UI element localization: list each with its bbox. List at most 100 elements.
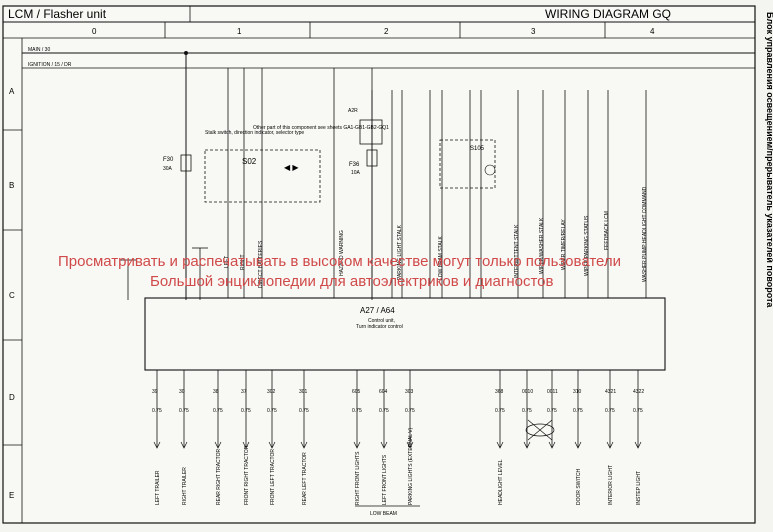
output-label: DOOR SWITCH (576, 469, 582, 505)
output-wire-number: 310 (573, 389, 582, 395)
row-label-d: D (9, 393, 15, 402)
main-rail-label: MAIN / 30 (28, 47, 50, 53)
connector-arrow-icon (606, 441, 614, 449)
output-label: LEFT FRONT LIGHTS (382, 454, 388, 505)
connector-arrow-icon (242, 441, 250, 449)
output-label: FRONT LEFT TRACTOR (270, 449, 276, 505)
wire-label-right: RIGHT (240, 254, 246, 270)
output-wire-number: 605 (352, 389, 361, 395)
connector-arrow-icon (180, 441, 188, 449)
wire-label-direct-batteries: DIRECT BATTERIES (258, 240, 264, 288)
fuse-f30-label: F30 (163, 157, 174, 163)
connector-arrow-icon (574, 441, 582, 449)
diagram-title-right: WIRING DIAGRAM GQ (545, 7, 671, 21)
output-wire-gauge: 0.75 (573, 408, 583, 414)
other-part-note: Other part of this component see sheets … (253, 125, 389, 131)
control-unit-title: A27 / A64 (360, 306, 395, 315)
output-wire-number: 0011 (547, 389, 558, 395)
connector-arrow-icon (214, 441, 222, 449)
output-wire-number: 4322 (633, 389, 644, 395)
output-label: INSTEP LIGHT (636, 471, 642, 505)
s02-label: S02 (242, 157, 257, 166)
wire-label-wiper-timer-relay: WIPER TIMER/RELAY (561, 219, 567, 270)
output-label: RIGHT TRAILER (182, 467, 188, 505)
a2r-label: A2R (348, 108, 358, 114)
low-beam-label: LOW BEAM (370, 511, 397, 517)
output-wire-number: 39 (152, 389, 158, 395)
column-label-2: 2 (384, 27, 389, 36)
control-unit-subtitle-1: Control unit, (368, 318, 395, 324)
output-wire-gauge: 0.75 (352, 408, 362, 414)
connector-arrow-icon (300, 441, 308, 449)
output-wire-gauge: 0.75 (213, 408, 223, 414)
connector-arrow-icon (548, 441, 556, 449)
output-wire-number: 301 (299, 389, 308, 395)
output-label: REAR RIGHT TRACTOR (216, 448, 222, 505)
wire-label-intermittent-stalk: INTERMITTENT STALK (514, 224, 520, 278)
output-wire-gauge: 0.75 (379, 408, 389, 414)
output-wire-number: 303 (405, 389, 414, 395)
output-wire-gauge: 0.75 (605, 408, 615, 414)
f30-junction-dot (184, 51, 188, 55)
output-label: HEADLIGHT LEVEL (498, 459, 504, 505)
warning-lamp-icon (484, 164, 496, 176)
connector-arrow-icon (353, 441, 361, 449)
connector-arrow-icon (634, 441, 642, 449)
watermark-line-2: Большой энциклопедии для автоэлектриков … (150, 273, 553, 290)
output-wire-gauge: 0.75 (241, 408, 251, 414)
top-feed-wires (185, 68, 647, 298)
s105-label: S105 (470, 146, 485, 152)
output-wire-number: 604 (379, 389, 388, 395)
output-wire-number: 4321 (605, 389, 616, 395)
connector-arrow-icon (496, 441, 504, 449)
fan-symbol (525, 419, 555, 441)
wire-label-hazard-warning: HAZARD WARNING (339, 230, 345, 276)
wire-label-washer-pump: WASHER PUMP HEADLIGHT COMMAND (642, 186, 648, 282)
output-wire-gauge: 0.75 (152, 408, 162, 414)
output-label: PARKING LIGHTS (EXTERNAL V) (408, 427, 414, 505)
stalk-note-text: Stalk switch, direction indicator, selec… (205, 130, 304, 136)
output-label: FRONT RIGHT TRACTOR (244, 445, 250, 505)
connector-arrow-icon (153, 441, 161, 449)
output-wire-number: 368 (495, 389, 504, 395)
direction-arrows-icon: ◀ ▶ (284, 163, 299, 172)
output-wire-number: 0010 (522, 389, 533, 395)
fuse-f30-rating: 30A (163, 166, 173, 172)
left-ground-connectors (120, 247, 208, 300)
column-label-0: 0 (92, 27, 97, 36)
column-label-3: 3 (531, 27, 536, 36)
control-unit-a27-a64 (144, 297, 666, 371)
output-wire-gauge: 0.75 (547, 408, 557, 414)
wire-label-feedback-lcm: FEEDBACK LCM (604, 211, 610, 250)
output-label: RIGHT FRONT LIGHTS (355, 451, 361, 505)
output-label: REAR LEFT TRACTOR (302, 452, 308, 505)
output-label: LEFT TRAILER (155, 470, 161, 505)
output-wire-gauge: 0.75 (522, 408, 532, 414)
output-label: INTERIOR LIGHT (608, 465, 614, 505)
connector-arrow-icon (406, 441, 414, 449)
output-wire-gauge: 0.75 (405, 408, 415, 414)
wire-label-parking-light-stalk: PARKING LIGHT STALK (397, 224, 403, 280)
column-label-1: 1 (237, 27, 242, 36)
fuse-f36-label: F36 (349, 162, 360, 168)
row-label-a: A (9, 87, 15, 96)
row-dividers (3, 129, 22, 446)
wire-label-wiper-parking-status: WIPER PARKING STATUS (584, 215, 590, 276)
connector-arrow-icon (268, 441, 276, 449)
output-wire-gauge: 0.75 (495, 408, 505, 414)
wire-label-wiper-washer-stalk: WIPER/WASHER STALK (539, 217, 545, 274)
stalk-switch-s02-box (204, 149, 321, 203)
switch-s105-box (439, 139, 496, 189)
watermark-line-1: Просматривать и распечатывать в высоком … (58, 253, 621, 270)
output-wire-number: 302 (267, 389, 276, 395)
output-wire-number: 37 (241, 389, 247, 395)
connector-arrow-icon (523, 441, 531, 449)
output-wire-gauge: 0.75 (299, 408, 309, 414)
row-label-e: E (9, 491, 14, 500)
output-wire-number: 38 (213, 389, 219, 395)
wire-label-low-beam-stalk: LOW BEAM STALK (438, 236, 444, 280)
connector-arrow-icon (380, 441, 388, 449)
